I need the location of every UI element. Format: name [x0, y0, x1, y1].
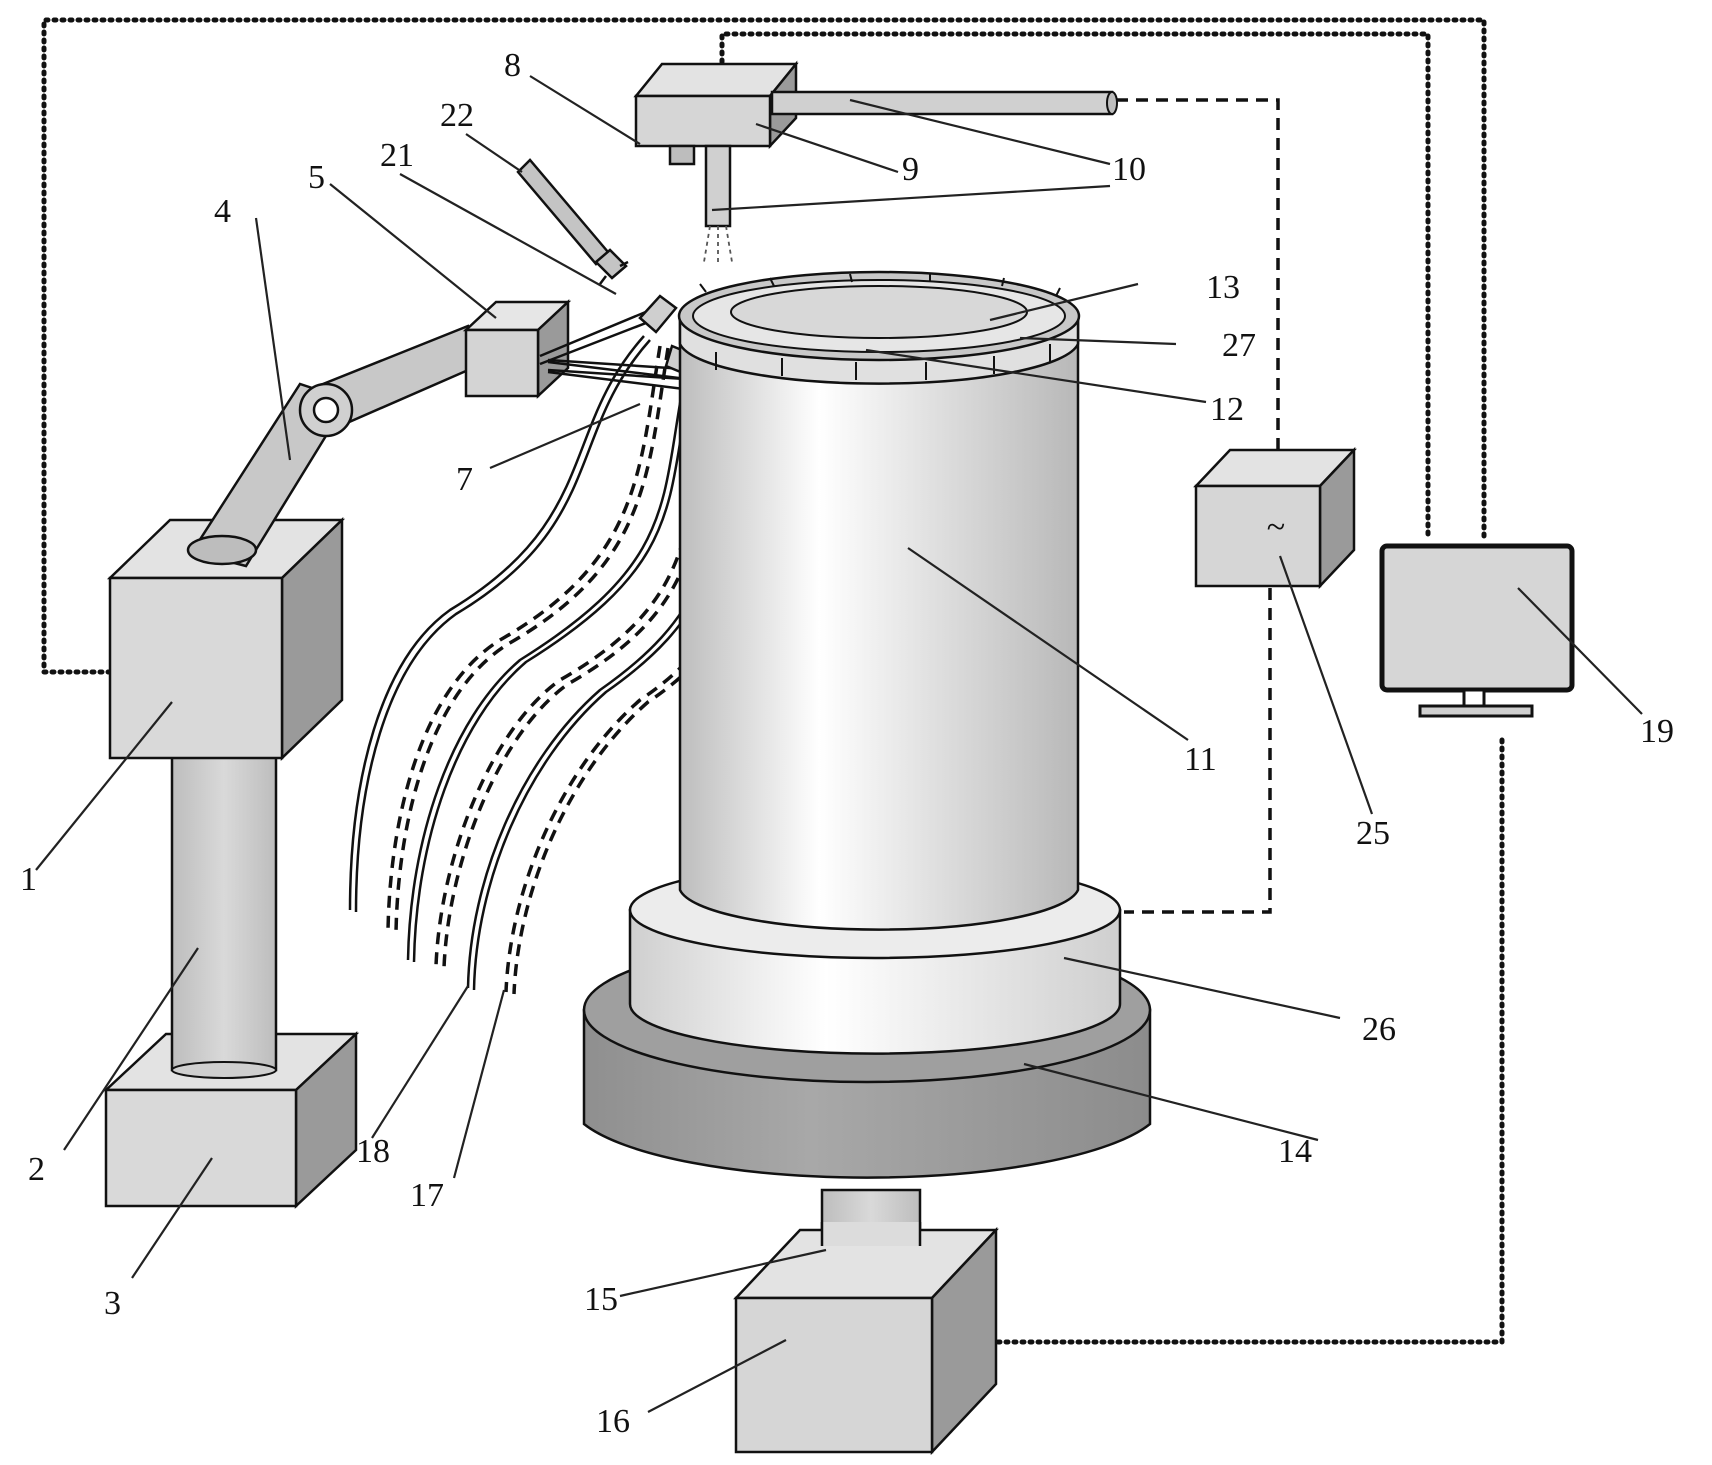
- label-25: 25: [1356, 815, 1390, 852]
- label-11: 11: [1184, 741, 1217, 778]
- label-9: 9: [902, 151, 919, 188]
- label-27: 27: [1222, 327, 1256, 364]
- label-3: 3: [104, 1285, 121, 1322]
- cylinder-top-band: [677, 270, 1081, 385]
- sensor-probe: [516, 158, 629, 285]
- label-26: 26: [1362, 1011, 1396, 1048]
- label-7: 7: [456, 461, 473, 498]
- label-15: 15: [584, 1281, 618, 1318]
- label-2: 2: [28, 1151, 45, 1188]
- label-21: 21: [380, 137, 414, 174]
- label-10: 10: [1112, 151, 1146, 188]
- label-12: 12: [1210, 391, 1244, 428]
- deposition-head: [633, 60, 1118, 263]
- label-19: 19: [1640, 713, 1674, 750]
- label-13: 13: [1206, 269, 1240, 306]
- power-wiring: [1116, 98, 1280, 914]
- label-5: 5: [308, 159, 325, 196]
- ac-power-supply: ~: [1193, 446, 1357, 590]
- robot-column: [170, 750, 278, 1079]
- control-wiring: [41, 17, 1505, 1345]
- main-cylinder: [678, 314, 1080, 931]
- label-14: 14: [1278, 1133, 1312, 1170]
- label-8: 8: [504, 47, 521, 84]
- ac-symbol: ~: [1267, 509, 1285, 546]
- label-17: 17: [410, 1177, 444, 1214]
- label-18: 18: [356, 1133, 390, 1170]
- label-1: 1: [20, 861, 37, 898]
- end-effector-block: [462, 299, 572, 399]
- robot-head-block: [106, 517, 346, 761]
- part-labels: 1 2 3 4 5 7 8 9 10 11 12 13 14 15 16 17 …: [20, 47, 1674, 1440]
- motor-block: [733, 1222, 999, 1456]
- label-22: 22: [440, 97, 474, 134]
- label-16: 16: [596, 1403, 630, 1440]
- control-computer[interactable]: [1379, 543, 1575, 718]
- leader-lines: [35, 75, 1643, 1413]
- label-4: 4: [214, 193, 231, 230]
